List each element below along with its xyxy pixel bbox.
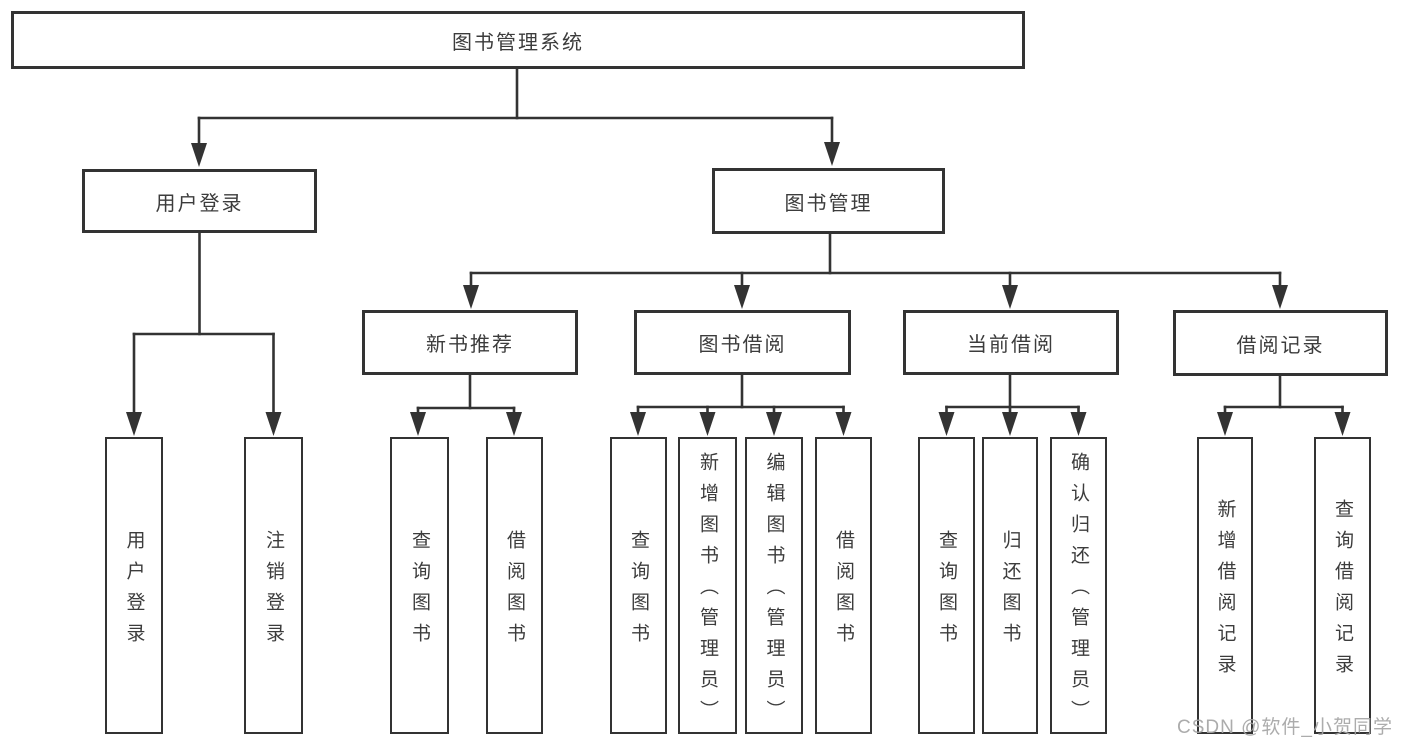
node-current-borrow-label: 当前借阅 [967, 334, 1055, 356]
arrowhead-icon [1334, 412, 1351, 436]
leaf-record-query-record-label: 查询借阅记录 [1332, 498, 1353, 685]
leaf-user-login: 用户登录 [105, 437, 163, 734]
connector-bookborrow-to-leaves [630, 373, 852, 436]
arrowhead-icon [126, 412, 142, 436]
connector-record-to-leaves [1217, 374, 1351, 436]
arrowhead-icon [265, 412, 282, 436]
node-book-borrow: 图书借阅 [634, 310, 851, 375]
arrowhead-icon [835, 412, 852, 436]
leaf-current-confirm-return: 确认归还（管理员） [1050, 437, 1107, 734]
leaf-current-query-book-label: 查询图书 [936, 529, 957, 654]
leaf-borrow-edit-book: 编辑图书（管理员） [745, 437, 803, 734]
arrowhead-icon [938, 412, 955, 436]
leaf-recommend-borrow-book: 借阅图书 [486, 437, 543, 734]
leaf-borrow-borrow-book-label: 借阅图书 [833, 529, 854, 654]
leaf-record-query-record: 查询借阅记录 [1314, 437, 1371, 734]
node-user-login: 用户登录 [82, 169, 317, 233]
arrowhead-icon [506, 412, 522, 436]
arrowhead-icon [410, 412, 426, 436]
arrowhead-icon [1272, 285, 1288, 309]
connector-recommend-to-leaves [410, 373, 522, 436]
arrowhead-icon [191, 143, 207, 167]
leaf-recommend-query-book: 查询图书 [390, 437, 449, 734]
connector-bookmgmt-to-level3 [463, 232, 1288, 309]
leaf-recommend-query-book-label: 查询图书 [409, 529, 430, 654]
node-current-borrow: 当前借阅 [903, 310, 1119, 375]
arrowhead-icon [699, 412, 716, 436]
leaf-logout-label: 注销登录 [263, 529, 284, 654]
leaf-borrow-query-book-label: 查询图书 [628, 529, 649, 654]
leaf-logout: 注销登录 [244, 437, 303, 734]
leaf-recommend-borrow-book-label: 借阅图书 [504, 529, 525, 654]
leaf-user-login-label: 用户登录 [123, 529, 145, 654]
leaf-borrow-add-book-label: 新增图书（管理员） [697, 452, 718, 731]
leaf-borrow-add-book: 新增图书（管理员） [678, 437, 737, 734]
node-new-book-recommend-label: 新书推荐 [426, 334, 514, 356]
arrowhead-icon [463, 285, 479, 309]
leaf-record-add-record-label: 新增借阅记录 [1214, 498, 1236, 685]
node-book-borrow-label: 图书借阅 [698, 334, 787, 356]
node-root-label: 图书管理系统 [452, 31, 584, 54]
node-book-management-label: 图书管理 [784, 192, 873, 215]
leaf-current-query-book: 查询图书 [918, 437, 975, 734]
leaf-borrow-query-book: 查询图书 [610, 437, 667, 734]
node-borrow-record-label: 借阅记录 [1236, 334, 1325, 357]
arrowhead-icon [1217, 412, 1233, 436]
leaf-current-confirm-return-label: 确认归还（管理员） [1068, 452, 1089, 731]
arrowhead-icon [630, 412, 646, 436]
arrowhead-icon [734, 285, 750, 309]
leaf-record-add-record: 新增借阅记录 [1197, 437, 1253, 734]
arrowhead-icon [824, 142, 840, 166]
node-book-management: 图书管理 [712, 168, 945, 234]
connector-root-to-level2 [191, 67, 840, 167]
leaf-borrow-edit-book-label: 编辑图书（管理员） [763, 452, 785, 731]
watermark: CSDN @软件_小贺同学 [1177, 717, 1393, 738]
arrowhead-icon [1002, 412, 1018, 436]
connector-currentborrow-to-leaves [938, 373, 1087, 436]
node-new-book-recommend: 新书推荐 [362, 310, 578, 375]
node-root: 图书管理系统 [11, 11, 1025, 69]
node-user-login-label: 用户登录 [155, 192, 244, 215]
node-borrow-record: 借阅记录 [1173, 310, 1388, 376]
leaf-borrow-borrow-book: 借阅图书 [815, 437, 872, 734]
connector-userlogin-to-leaves [126, 231, 282, 436]
leaf-current-return-book-label: 归还图书 [999, 529, 1021, 654]
arrowhead-icon [1002, 285, 1018, 309]
arrowhead-icon [766, 412, 782, 436]
arrowhead-icon [1070, 412, 1087, 436]
leaf-current-return-book: 归还图书 [982, 437, 1038, 734]
